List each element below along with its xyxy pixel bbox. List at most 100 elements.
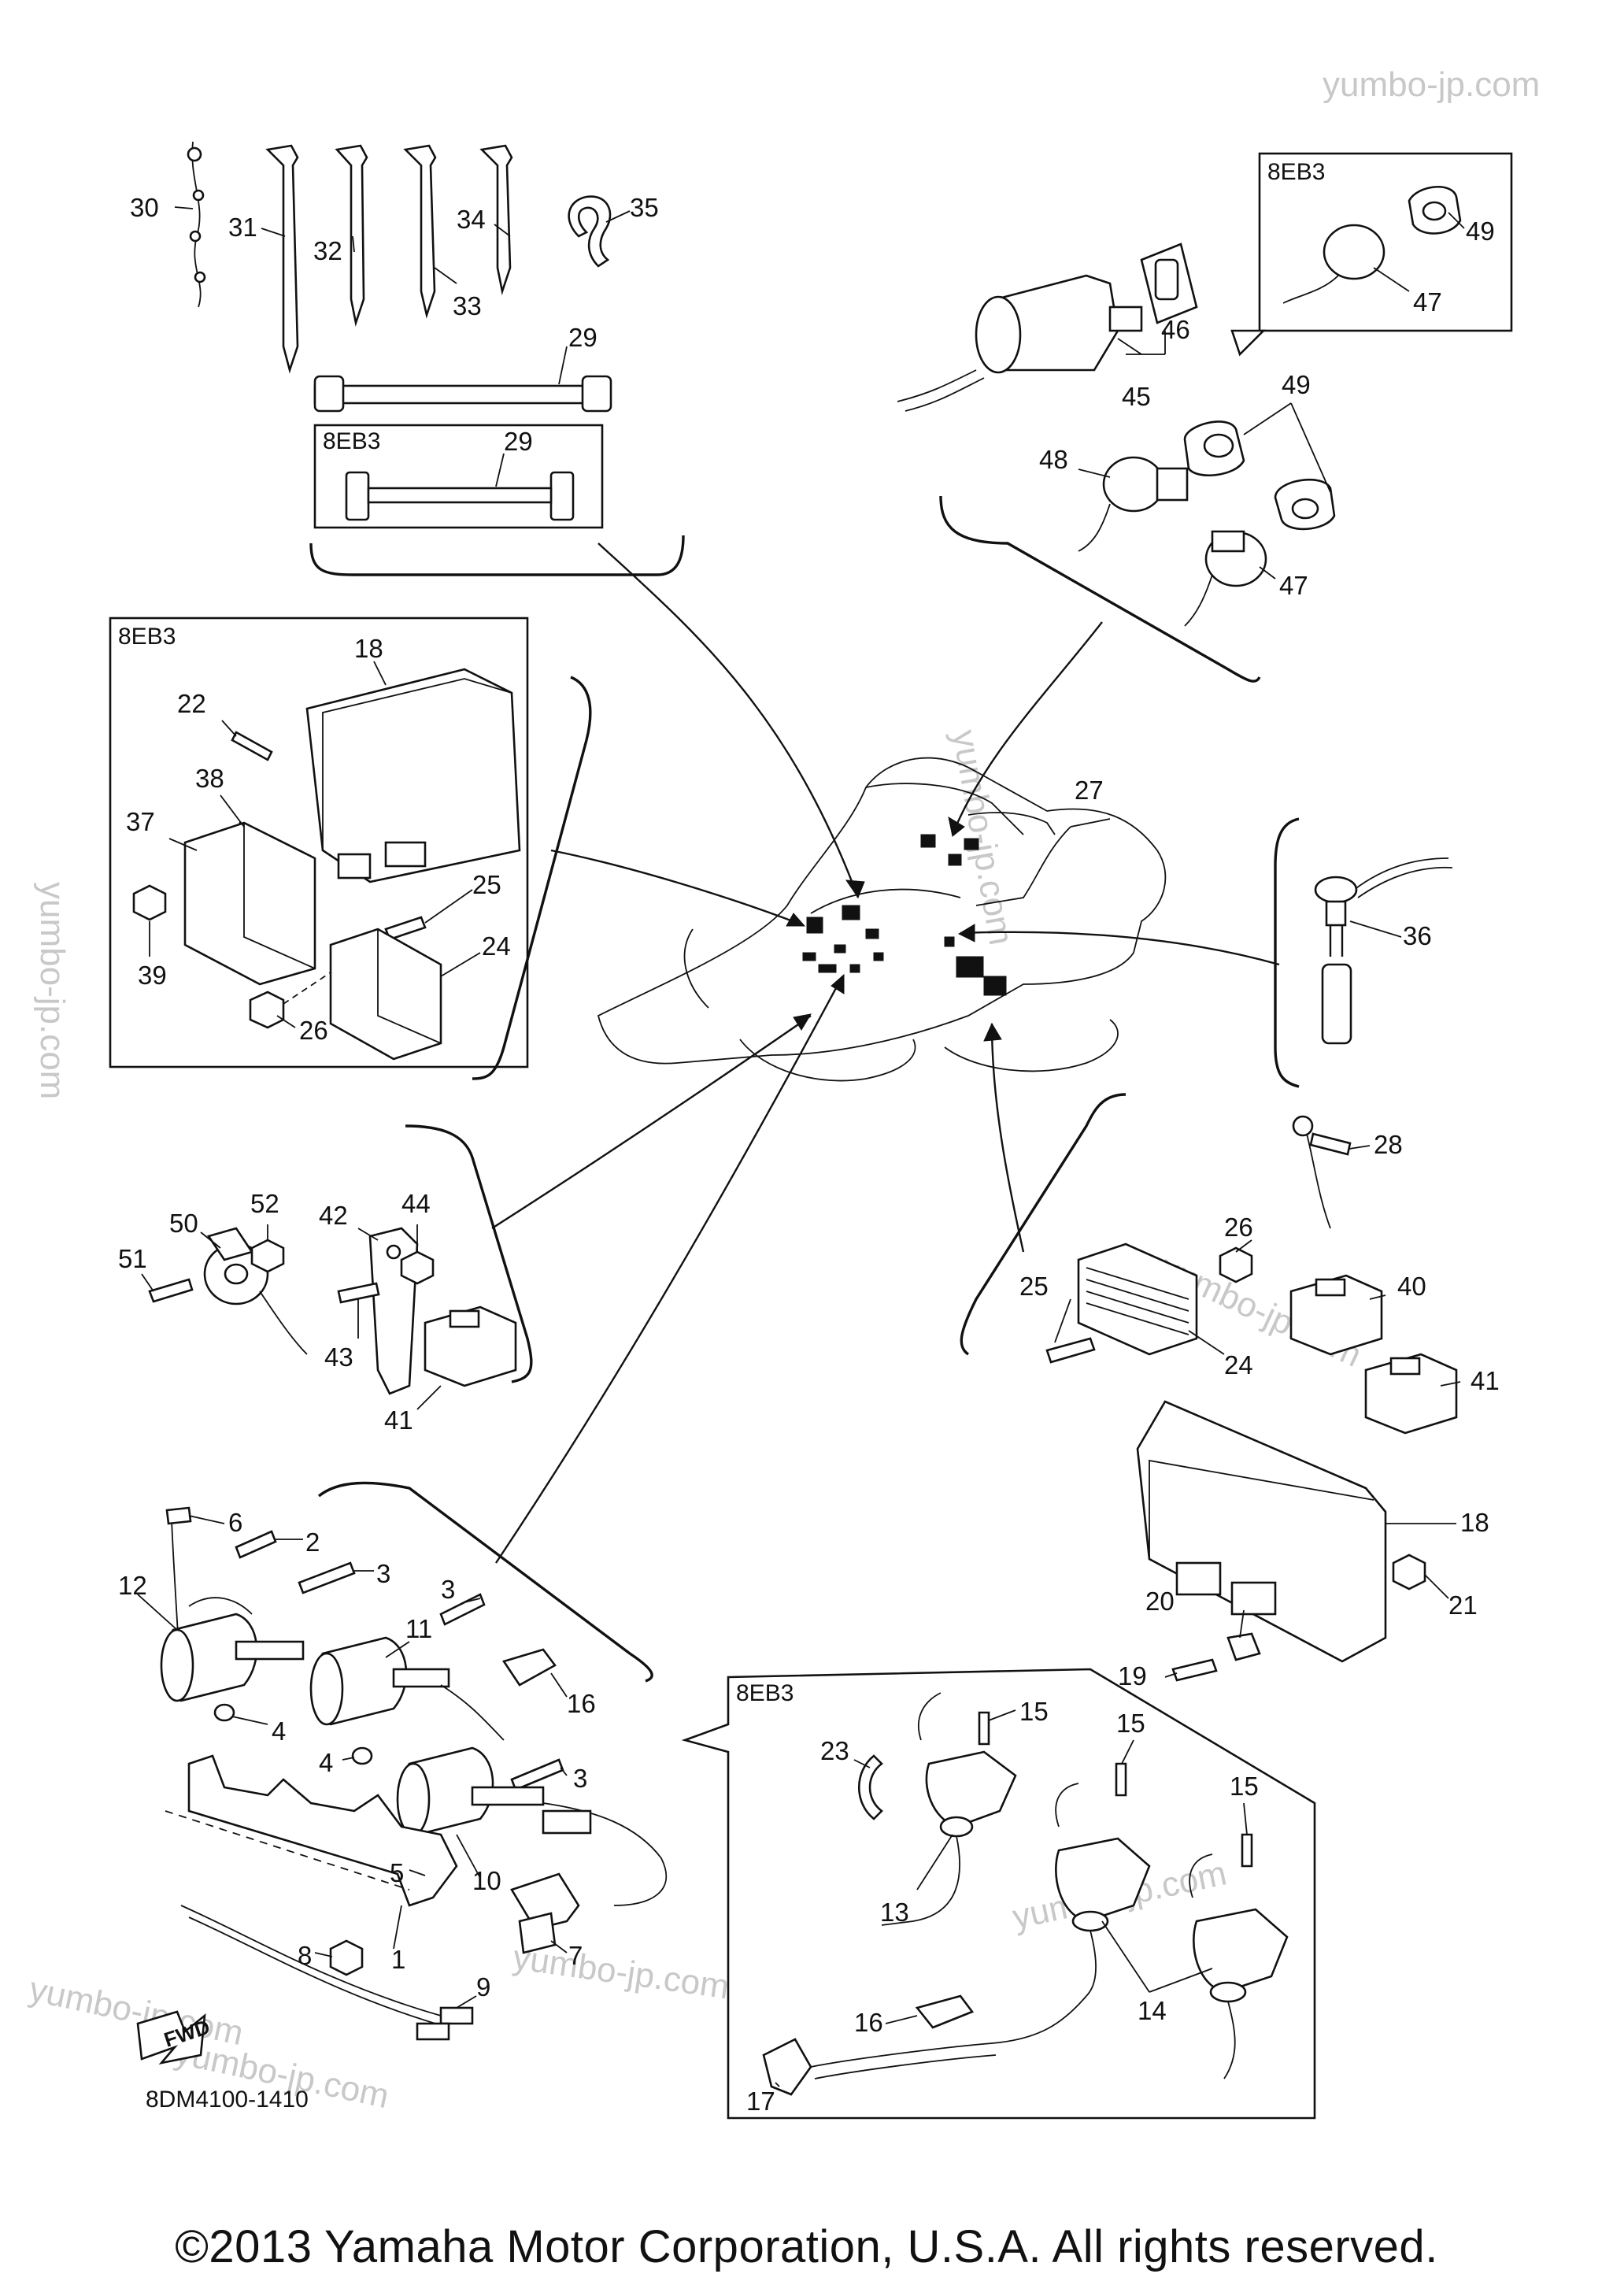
callout-4-a: 4 [272, 1716, 286, 1746]
callout-34: 34 [457, 205, 486, 234]
callout-36: 36 [1403, 921, 1432, 950]
rectifier-24-b [1077, 1242, 1198, 1356]
band-34 [479, 144, 513, 296]
callout-42: 42 [319, 1201, 348, 1230]
clamp-16 [501, 1648, 557, 1687]
clamp-23 [858, 1754, 883, 1820]
variant-tag-harness: 8EB3 [323, 428, 380, 454]
ignition-coil-group: FWD 6 2 3 3 3 12 11 16 4 4 5 10 7 8 1 9 … [118, 1481, 667, 2113]
leader-switch [951, 621, 1103, 835]
leader-pickup [491, 1015, 812, 1230]
leader-right [990, 1023, 1025, 1253]
callout-18: 18 [354, 634, 383, 663]
clamp-16-right [915, 1994, 975, 2029]
bolt-3-c [510, 1758, 564, 1791]
band-31 [265, 144, 299, 374]
nut-52 [250, 1239, 285, 1273]
cdi-unit-18-b [1136, 1400, 1387, 1663]
switch-group: 8EB3 45 46 49 48 47 47 49 [897, 152, 1513, 683]
callout-3-c: 3 [573, 1764, 587, 1793]
callout-14: 14 [1138, 1996, 1167, 2025]
callout-7: 7 [568, 1941, 583, 1970]
callout-37: 37 [126, 807, 155, 836]
ignition-coil-14-a [1055, 1837, 1151, 1923]
switch-48 [1102, 456, 1165, 513]
callout-3-a: 3 [376, 1559, 390, 1588]
sensor-36 [1314, 876, 1358, 904]
callout-19: 19 [1118, 1661, 1147, 1691]
damper-4-a [213, 1703, 235, 1722]
callout-40: 40 [1397, 1272, 1426, 1301]
bolt-43 [337, 1282, 380, 1304]
bolt-25-b [1045, 1337, 1096, 1364]
variant-box-harness [313, 424, 604, 529]
connector-9 [439, 2006, 474, 2025]
nut-26-b [1219, 1246, 1253, 1283]
variant-tag-cdi: 8EB3 [118, 624, 176, 650]
sensor-group: 36 27 [1070, 776, 1453, 1088]
watermark-left-vertical: yumbo-jp.com [33, 882, 72, 1099]
rectifier-cdi-group: 26 28 40 41 25 24 18 20 19 21 [960, 1093, 1500, 1691]
rectifier-24 [329, 928, 442, 1061]
callout-22: 22 [177, 689, 206, 718]
callout-6: 6 [228, 1508, 242, 1537]
callout-41-left: 41 [384, 1405, 413, 1435]
tube-29 [313, 384, 600, 405]
bolt-2 [235, 1530, 277, 1559]
callout-49: 49 [1282, 370, 1311, 399]
callout-16-right: 16 [854, 2008, 883, 2037]
callout-11: 11 [405, 1614, 432, 1643]
callout-25: 25 [472, 870, 501, 899]
callout-13: 13 [880, 1898, 909, 1927]
coil-variant-group: 8EB3 15 [681, 1668, 1316, 2120]
group-bracket-harness [309, 535, 685, 576]
callout-32: 32 [313, 236, 342, 265]
callout-29-variant: 29 [504, 427, 533, 456]
callout-24: 24 [482, 931, 511, 961]
leader-cdi [550, 849, 804, 927]
callout-30: 30 [130, 193, 159, 222]
callout-26: 26 [299, 1016, 328, 1045]
callout-4-b: 4 [319, 1748, 333, 1777]
callout-10: 10 [472, 1866, 501, 1895]
lead-wire-6 [165, 1506, 192, 1525]
callout-24-right: 24 [1224, 1350, 1253, 1379]
fwd-arrow [136, 2010, 206, 2065]
callout-16-left: 16 [567, 1689, 596, 1718]
group-bracket-coil [317, 1481, 653, 1683]
callout-15-a: 15 [1019, 1697, 1049, 1726]
relay-41-left [424, 1305, 517, 1387]
variant-tag-coil: 8EB3 [736, 1680, 794, 1706]
relay-41 [1364, 1353, 1458, 1435]
callout-5: 5 [390, 1858, 404, 1887]
callout-2: 2 [305, 1528, 320, 1557]
group-leader-lines [491, 543, 1280, 1564]
bolt-3-a [298, 1561, 356, 1594]
callout-21: 21 [1448, 1591, 1478, 1620]
nut-44 [400, 1250, 435, 1285]
band-32 [335, 144, 368, 328]
ignition-coil-13 [925, 1750, 1017, 1828]
callout-1: 1 [391, 1945, 405, 1974]
damper-4-b [351, 1746, 373, 1765]
callout-38: 38 [195, 764, 224, 793]
callout-29: 29 [568, 323, 597, 352]
callout-47: 47 [1279, 571, 1308, 600]
callout-33: 33 [453, 291, 482, 320]
group-bracket-pickup [405, 1124, 533, 1383]
screw-15-b [1115, 1762, 1127, 1797]
callout-44: 44 [401, 1189, 431, 1218]
coil-bracket-1 [187, 1754, 458, 1907]
bolt-19 [1171, 1658, 1218, 1682]
ground-lead-28 [1292, 1115, 1314, 1137]
pickup-relay-group: 50 51 52 42 43 44 41 [118, 1124, 533, 1435]
nut-21 [1392, 1554, 1426, 1591]
callout-35: 35 [630, 193, 659, 222]
nut-8 [329, 1939, 364, 1976]
callout-41-right: 41 [1471, 1366, 1500, 1395]
leader-coil [495, 976, 844, 1564]
snowmobile-body [597, 757, 1167, 1065]
snowmobile-outline [597, 757, 1167, 1082]
variant-box-cdi [109, 617, 529, 1068]
